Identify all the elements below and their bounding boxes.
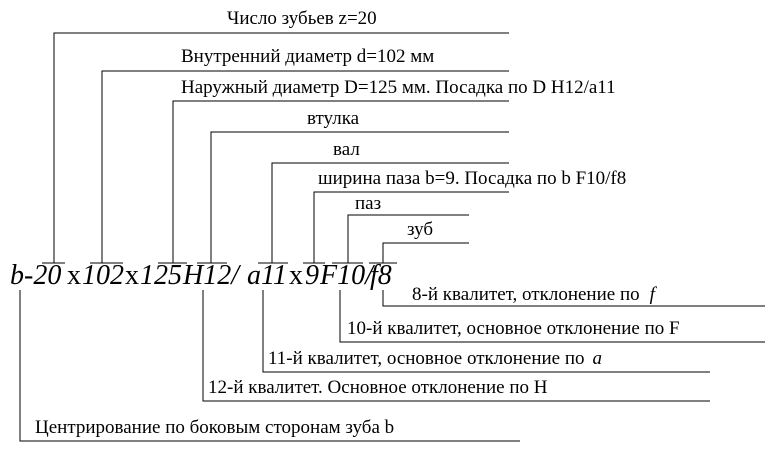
designation-f8: f8: [370, 260, 392, 291]
label-grade8-text: 8-й квалитет, отклонение по: [412, 284, 640, 305]
label-bushing: втулка: [307, 108, 360, 129]
designation-x3: x: [289, 260, 303, 291]
designation-102: 102: [82, 260, 124, 291]
label-shaft: вал: [333, 139, 360, 160]
leader-grade10: [339, 290, 765, 343]
label-grade11-text: 11-й квалитет, основное отклонение по: [268, 348, 585, 369]
upper-leaders: [42, 32, 509, 264]
label-tooth: зуб: [407, 219, 433, 240]
label-grade12: 12-й квалитет. Основное отклонение по H: [208, 377, 548, 398]
label-grade11-symbol: a: [593, 348, 603, 369]
leader-teeth-up: [53, 32, 509, 263]
leader-grade12: [202, 290, 710, 402]
designation-b-20: b-20: [10, 260, 61, 291]
label-grade11: 11-й квалитет, основное отклонение по a: [268, 348, 602, 369]
designation-F10: F10/: [319, 260, 375, 291]
designation-9: 9: [305, 260, 319, 291]
label-grade8: 8-й квалитет, отклонение по f: [412, 284, 658, 305]
leader-grade8: [382, 290, 765, 307]
designation-H12: H12/: [182, 260, 241, 291]
leader-tooth: [382, 242, 469, 263]
leader-shaft: [271, 162, 509, 263]
designation-x2: x: [125, 260, 139, 291]
label-slot: паз: [355, 193, 381, 214]
label-teeth-count: Число зубьев z=20: [227, 8, 377, 29]
leader-slot-width: [313, 191, 509, 263]
label-centering: Центрирование по боковым сторонам зуба b: [35, 417, 394, 438]
lower-leaders: [19, 290, 765, 442]
leader-bushing: [210, 131, 509, 263]
designation: b-20 x 102 x 125 H12/ a11 x 9 F10/ f8: [10, 260, 392, 291]
leader-grade11: [262, 290, 710, 373]
upper-labels: Число зубьев z=20 Внутренний диаметр d=1…: [181, 8, 626, 240]
lower-labels: 8-й квалитет, отклонение по f 10-й квалит…: [35, 284, 680, 438]
label-outer-diameter: Наружный диаметр D=125 мм. Посадка по D …: [181, 77, 616, 98]
leader-inner-diameter: [101, 70, 509, 263]
label-grade10: 10-й квалитет, основное отклонение по F: [347, 318, 680, 339]
label-grade8-symbol: f: [650, 284, 658, 305]
label-slot-width: ширина паза b=9. Посадка по b F10/f8: [318, 168, 626, 189]
leader-slot: [347, 214, 469, 263]
designation-a11: a11: [247, 260, 287, 291]
leader-centering: [19, 290, 520, 442]
designation-x1: x: [67, 260, 81, 291]
designation-125: 125: [140, 260, 182, 291]
leader-outer-diameter: [172, 100, 509, 263]
label-inner-diameter: Внутренний диаметр d=102 мм: [181, 46, 434, 67]
